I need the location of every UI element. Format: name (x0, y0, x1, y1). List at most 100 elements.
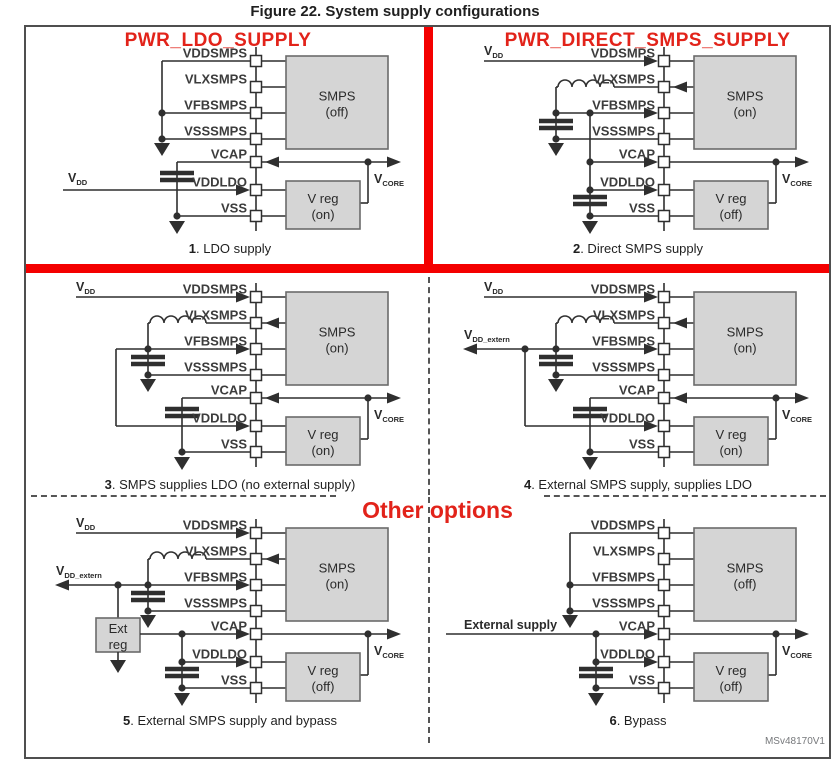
ground-symbol (154, 143, 170, 156)
arrowhead-right (236, 291, 250, 303)
capacitor-symbol (160, 170, 194, 183)
pin-vddsmps (657, 526, 671, 540)
panel-caption: 2. Direct SMPS supply (573, 241, 704, 256)
pin-vcap (249, 627, 263, 641)
watermark-label: MSv48170V1 (764, 736, 825, 747)
arrowhead-right (236, 184, 250, 196)
pin-vsssmps (249, 604, 263, 618)
smps-block (285, 55, 389, 150)
vcore-label: VCORE (374, 408, 404, 424)
vreg-block (693, 180, 769, 230)
pin-vddsmps (249, 526, 263, 540)
pin-vddldo (249, 419, 263, 433)
ground-symbol (169, 221, 185, 234)
arrowhead-left (55, 579, 69, 591)
vdd-label: VDD (484, 44, 504, 60)
vreg-block-state: (on) (719, 443, 742, 458)
pin-label-vss: VSS (221, 437, 247, 452)
pin-label-vss: VSS (629, 673, 655, 688)
arrowhead-left (265, 553, 279, 565)
arrowhead-right (236, 527, 250, 539)
pin-vss (657, 681, 671, 695)
pin-vcap (657, 155, 671, 169)
vdd-label: VDD (484, 280, 504, 296)
dashed-divider-vertical-bottom (428, 497, 430, 743)
pin-vlxsmps (657, 80, 671, 94)
arrowhead-right (644, 420, 658, 432)
smps-block-state: (on) (325, 341, 348, 356)
pin-vddsmps (249, 290, 263, 304)
ground-symbol (588, 693, 604, 706)
inductor-symbol (557, 315, 615, 324)
vdd-label: VDD (76, 516, 96, 532)
pin-label-vss: VSS (629, 201, 655, 216)
red-divider-vertical (424, 27, 433, 265)
capacitor-symbol (579, 666, 613, 679)
pin-vddldo (249, 183, 263, 197)
pin-vfbsmps (249, 106, 263, 120)
pin-vlxsmps (657, 316, 671, 330)
panel-1-header-pwr-ldo-supply: PWR_LDO_SUPPLY (124, 30, 312, 51)
smps-block-state: (on) (733, 341, 756, 356)
pin-label-vddldo: VDDLDO (192, 647, 247, 662)
ground-symbol (548, 143, 564, 156)
external-supply-label: External supply (464, 618, 557, 632)
arrowhead-right (236, 579, 250, 591)
arrowhead-right (644, 55, 658, 67)
vreg-block-state: (on) (311, 443, 334, 458)
pin-vss (657, 209, 671, 223)
pin-label-vddsmps: VDDSMPS (183, 282, 248, 297)
pin-vfbsmps (249, 578, 263, 592)
pin-label-vlxsmps: VLXSMPS (593, 544, 655, 559)
pin-label-vddsmps: VDDSMPS (591, 282, 656, 297)
junction-dot (158, 109, 166, 117)
pin-vddldo (657, 655, 671, 669)
pin-label-vfbsmps: VFBSMPS (184, 334, 247, 349)
figure-outer-border (24, 25, 831, 759)
panel-caption: 3. SMPS supplies LDO (no external supply… (105, 477, 356, 492)
capacitor-symbol (165, 406, 199, 419)
figure-title: Figure 22. System supply configurations (250, 3, 540, 20)
ground-symbol (174, 457, 190, 470)
pin-vlxsmps (249, 80, 263, 94)
arrowhead-right (644, 628, 658, 640)
smps-block-label: SMPS (727, 89, 764, 104)
pin-vcap (249, 155, 263, 169)
capacitor-symbol (539, 118, 573, 131)
pin-vsssmps (249, 132, 263, 146)
pin-label-vfbsmps: VFBSMPS (592, 334, 655, 349)
vreg-block (285, 180, 361, 230)
smps-block (285, 291, 389, 386)
pin-label-vfbsmps: VFBSMPS (592, 98, 655, 113)
pin-label-vlxsmps: VLXSMPS (185, 308, 247, 323)
smps-block-label: SMPS (319, 325, 356, 340)
pin-vcap (657, 627, 671, 641)
capacitor-symbol (131, 354, 165, 367)
arrowhead-right (387, 156, 401, 168)
panel-caption: 6. Bypass (609, 713, 667, 728)
pin-label-vlxsmps: VLXSMPS (185, 544, 247, 559)
pin-label-vddsmps: VDDSMPS (591, 518, 656, 533)
capacitor-symbol (573, 194, 607, 207)
vreg-block-label: V reg (715, 663, 746, 678)
pin-vsssmps (657, 368, 671, 382)
pin-label-vfbsmps: VFBSMPS (592, 570, 655, 585)
pin-vddldo (657, 183, 671, 197)
ground-symbol (140, 615, 156, 628)
pin-vss (249, 445, 263, 459)
pin-label-vcap: VCAP (619, 147, 655, 162)
inductor-symbol (149, 551, 207, 560)
inductor-symbol (149, 315, 207, 324)
capacitor-symbol (539, 354, 573, 367)
pin-vfbsmps (657, 106, 671, 120)
ext-reg-block-label: Ext (109, 621, 128, 636)
arrowhead-right (236, 420, 250, 432)
arrowhead-left (673, 392, 687, 404)
smps-block (693, 55, 797, 150)
pin-vlxsmps (657, 552, 671, 566)
vreg-block-state: (off) (720, 679, 743, 694)
arrowhead-right (795, 392, 809, 404)
pin-label-vsssmps: VSSSMPS (592, 360, 655, 375)
